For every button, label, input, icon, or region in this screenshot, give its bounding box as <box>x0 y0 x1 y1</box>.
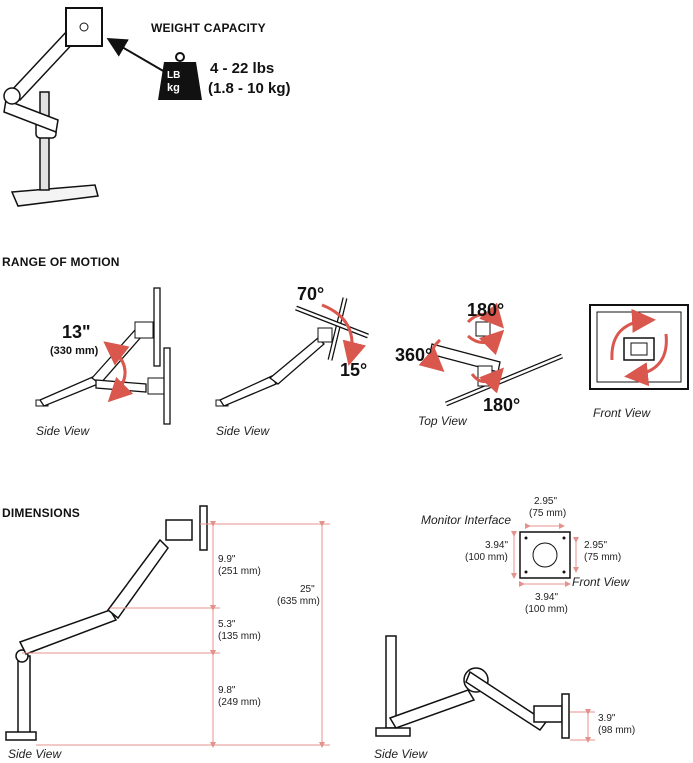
weight-badge-lb: LB <box>167 70 181 81</box>
hero-arm-illustration <box>3 7 103 207</box>
vesa-top-mm: (75 mm) <box>529 508 567 519</box>
clearance-mm: (98 mm) <box>598 725 636 736</box>
weight-badge-kg: kg <box>167 82 180 94</box>
side-view-lift-illustration <box>35 287 171 425</box>
front-view-illustration <box>589 304 689 390</box>
dim-low-inch: 9.8" <box>218 685 236 696</box>
vesa-left-inch: 3.94" <box>485 540 509 551</box>
weight-icon <box>158 52 202 100</box>
side-view-label-1: Side View <box>36 424 90 438</box>
vesa-plate-illustration <box>519 531 571 579</box>
vesa-right-mm: (75 mm) <box>584 552 622 563</box>
dim-side-view-label-2: Side View <box>374 747 428 761</box>
vesa-dimension-lines <box>511 523 579 587</box>
vesa-front-view-label: Front View <box>572 575 630 589</box>
lift-metric: (330 mm) <box>50 345 99 357</box>
rotate-value: 360° <box>395 345 433 365</box>
tilt-up-value: 70° <box>297 284 325 304</box>
dimension-lines <box>22 521 330 748</box>
top-view-illustration <box>418 302 563 407</box>
top-view-label: Top View <box>418 414 467 428</box>
lift-value: 13" <box>62 322 91 342</box>
weight-capacity-heading: WEIGHT CAPACITY <box>151 21 266 35</box>
pan-bottom-value: 180° <box>483 395 521 415</box>
vesa-left-mm: (100 mm) <box>465 552 508 563</box>
dim-low-mm: (249 mm) <box>218 697 261 708</box>
dimension-side-2-illustration <box>375 635 570 739</box>
front-view-label: Front View <box>593 406 651 420</box>
dim-total-mm: (635 mm) <box>277 596 320 607</box>
vesa-bottom-mm: (100 mm) <box>525 604 568 615</box>
dim-top-mm: (251 mm) <box>218 566 261 577</box>
monitor-interface-label: Monitor Interface <box>421 513 512 527</box>
dim-side-view-label: Side View <box>8 747 62 761</box>
vesa-top-inch: 2.95" <box>534 496 558 507</box>
dim-top-inch: 9.9" <box>218 554 236 565</box>
tilt-down-value: 15° <box>340 360 368 380</box>
dimension-side-illustration <box>5 505 208 741</box>
dimensions-heading: DIMENSIONS <box>2 506 81 520</box>
pan-top-value: 180° <box>467 300 505 320</box>
clearance-inch: 3.9" <box>598 713 616 724</box>
dim-mid-inch: 5.3" <box>218 619 236 630</box>
side-view-tilt-illustration <box>215 297 369 407</box>
side-view-label-2: Side View <box>216 424 270 438</box>
range-of-motion-heading: RANGE OF MOTION <box>2 255 120 269</box>
weight-range-lbs: 4 - 22 lbs <box>210 60 275 77</box>
dim-mid-mm: (135 mm) <box>218 631 261 642</box>
vesa-bottom-inch: 3.94" <box>535 592 559 603</box>
vesa-right-inch: 2.95" <box>584 540 608 551</box>
weight-pointer-arrow <box>106 37 166 73</box>
dim-total-inch: 25" <box>300 584 315 595</box>
weight-range-kg: (1.8 - 10 kg) <box>208 80 291 97</box>
clearance-dimension <box>570 709 595 743</box>
